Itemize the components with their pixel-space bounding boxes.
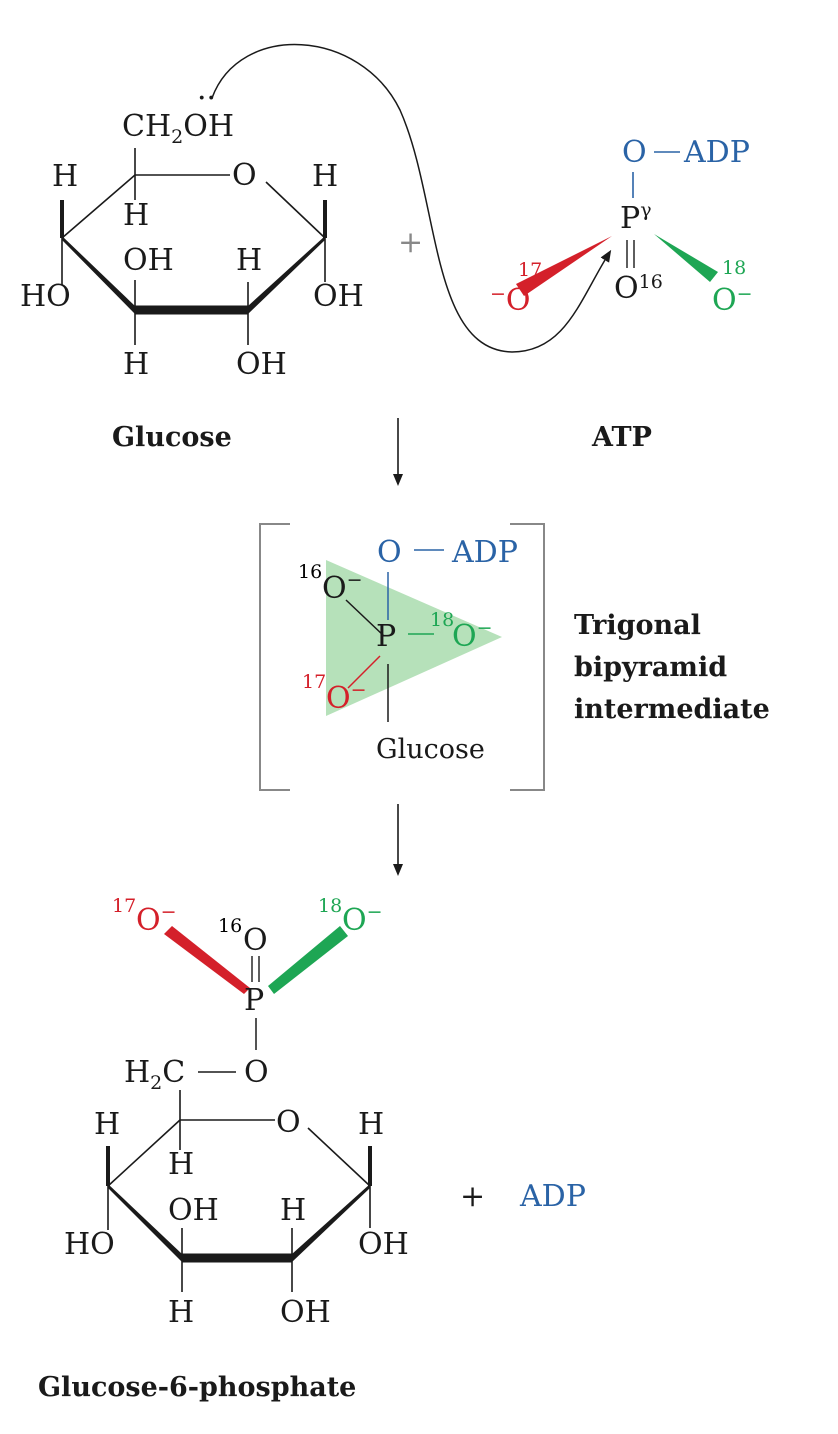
trigonal-bipyramid-intermediate: O ADP 16 O− P 18 O− 17 O− Glucose [259, 523, 545, 791]
product-oh-c1: OH [358, 1227, 409, 1262]
product-h-c4-axial: H [94, 1107, 120, 1142]
intermediate-o16-isotope-label: 16 [298, 561, 322, 583]
atp-gamma-phosphate: O ADP Pγ O16 17 −O 18 O− [490, 135, 753, 318]
trigonal-plane [326, 560, 502, 716]
atp-o18-isotope-label: 18 [722, 257, 746, 279]
glucose-oh-c1: OH [313, 279, 364, 314]
atp-o17-isotope-label: 17 [518, 259, 542, 281]
atp-label: ATP [591, 422, 652, 453]
left-bracket [259, 523, 290, 791]
right-bracket [510, 523, 545, 791]
intermediate-glucose-substituent: Glucose [376, 734, 485, 765]
product-h2c-carbon: H2C [124, 1055, 185, 1094]
glucose-ring-bonds [60, 148, 327, 345]
product-h-c1: H [358, 1107, 384, 1142]
intermediate-phosphorus: P [376, 619, 396, 654]
glucose-h-c1: H [312, 159, 338, 194]
glucose-ring-oxygen: O [232, 158, 257, 193]
glucose-6-phosphate-label: Glucose-6-phosphate [38, 1372, 356, 1403]
nucleophilic-attack-arrow [211, 43, 612, 353]
product-oh-c2: OH [280, 1295, 331, 1330]
intermediate-o18-isotope-label: 18 [430, 609, 454, 631]
atp-o17-wedge-bond [516, 236, 612, 296]
product-o16-isotope-label: 16 [218, 915, 242, 937]
product-o17-isotope-label: 17 [112, 895, 136, 917]
glucose-ch2-carbon: CH2OH [122, 109, 234, 148]
intermediate-label-line-2: bipyramid [574, 652, 727, 683]
product-h-c3: H [168, 1295, 194, 1330]
glucose-h-c3: H [123, 347, 149, 382]
product-ester-oxygen: O [244, 1055, 269, 1090]
intermediate-o17-isotope-label: 17 [302, 671, 326, 693]
product-o17-wedge-bond [164, 926, 250, 994]
glucose-h-c4-axial: H [52, 159, 78, 194]
intermediate-label-line-3: intermediate [574, 694, 770, 725]
atp-bridging-oxygen: O [622, 135, 647, 170]
product-ho-c4: HO [64, 1227, 115, 1262]
atp-o16: O16 [614, 271, 663, 306]
atp-phosphorus: Pγ [620, 199, 652, 236]
hydroxyl-lone-pair: ·· [197, 81, 216, 116]
intermediate-adp-group: ADP [451, 535, 518, 570]
product-ring-oxygen: O [276, 1105, 301, 1140]
glucose-ho-c4: HO [20, 279, 71, 314]
product-h-c2: H [280, 1193, 306, 1228]
intermediate-label-line-1: Trigonal [574, 610, 701, 641]
product-o18-isotope-label: 18 [318, 895, 342, 917]
product-o17: O− [136, 901, 177, 938]
glucose-label: Glucose [112, 422, 232, 453]
product-phosphorus: P [244, 983, 264, 1018]
intermediate-o17: O− [326, 679, 367, 716]
product-adp: ADP [519, 1179, 586, 1214]
atp-o18: O− [712, 283, 753, 318]
glucose-molecule: ·· CH2OH O H H H OH H HO OH H OH [20, 81, 364, 382]
glucose-h-c2: H [236, 243, 262, 278]
atp-o18-wedge-bond [654, 234, 718, 282]
atp-o17: −O [490, 283, 531, 318]
glucose-h-c5: H [123, 198, 149, 233]
product-oh-c3: OH [168, 1193, 219, 1228]
product-ring-bonds [106, 1090, 372, 1292]
product-o16: O [243, 923, 268, 958]
product-h-c5: H [168, 1147, 194, 1182]
product-o18-wedge-bond [268, 926, 348, 994]
intermediate-o16: O− [322, 569, 363, 606]
glucose-oh-c2: OH [236, 347, 287, 382]
intermediate-bridging-oxygen: O [377, 535, 402, 570]
glucose-oh-c3: OH [123, 243, 174, 278]
plus-sign-products: + [460, 1179, 485, 1214]
glucose-6-phosphate-molecule: 17 O− 16 O 18 O− P O H2C [64, 895, 409, 1330]
product-o18: O− [342, 901, 383, 938]
atp-adp-group: ADP [683, 135, 750, 170]
intermediate-o18: O− [452, 617, 493, 654]
plus-sign-reactants: + [398, 225, 423, 260]
